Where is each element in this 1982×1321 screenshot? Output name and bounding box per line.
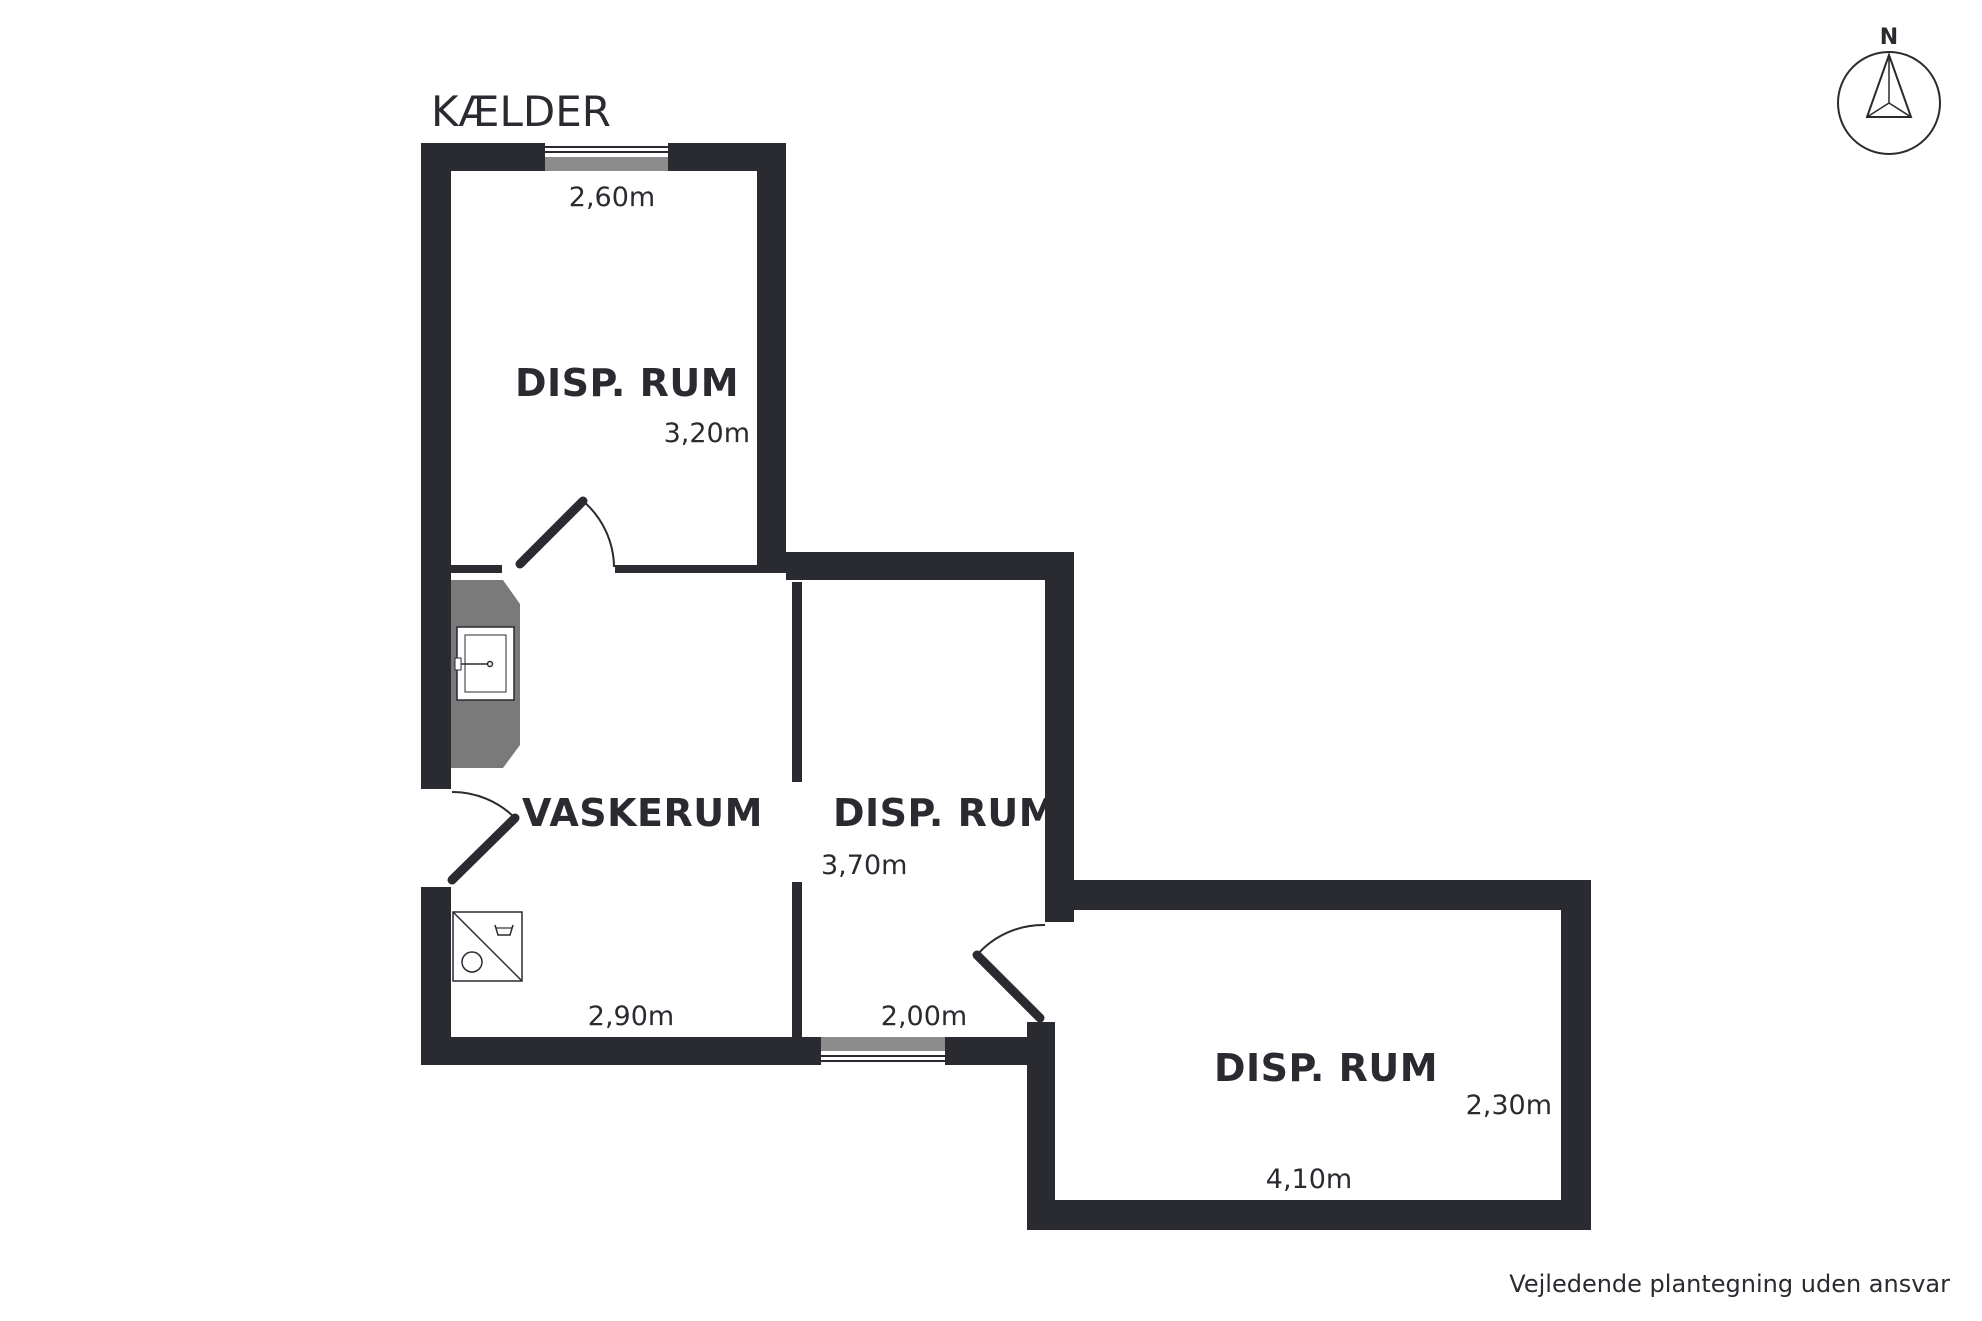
room-label-vaskerum: VASKERUM xyxy=(522,791,763,835)
room-label-disp-rum-3: DISP. RUM xyxy=(1214,1046,1438,1090)
compass: N xyxy=(1837,25,1941,155)
wall-r1-right xyxy=(757,143,786,573)
walls xyxy=(421,143,1591,1230)
door-r3 xyxy=(972,923,1046,1023)
window-icon xyxy=(821,1037,945,1051)
compass-icon xyxy=(1837,51,1941,155)
dim-width-disp-rum-2: 2,00m xyxy=(881,1001,967,1032)
north-label: N xyxy=(1880,25,1898,50)
window-bottom xyxy=(821,1037,945,1065)
wall-partition xyxy=(792,582,802,782)
kitchen-counter xyxy=(451,580,520,768)
dim-width-disp-rum-3: 4,10m xyxy=(1266,1164,1352,1195)
wall-r2-top xyxy=(786,552,1074,580)
wall-r3-bottom xyxy=(1027,1200,1591,1230)
dim-depth-disp-rum-1: 3,20m xyxy=(664,418,750,449)
wall-bottom-left xyxy=(421,1037,821,1065)
door-icon xyxy=(447,813,520,885)
dim-depth-disp-rum-3: 2,30m xyxy=(1466,1090,1552,1121)
dim-width-disp-rum-1: 2,60m xyxy=(569,182,655,213)
door-r1 xyxy=(515,496,615,569)
disclaimer-text: Vejledende plantegning uden ansvar xyxy=(1509,1270,1950,1298)
wall-r1-bottom-left xyxy=(451,565,502,573)
wall-partition-lower xyxy=(792,882,802,1037)
floor-label: KÆLDER xyxy=(431,87,611,136)
room-label-disp-rum-1: DISP. RUM xyxy=(515,361,739,405)
wall-r3-left xyxy=(1027,1022,1055,1230)
window-top xyxy=(545,143,668,171)
wall-vask-left-lower xyxy=(421,887,451,1065)
wall-r2-right-upper xyxy=(1045,552,1074,922)
door-icon xyxy=(515,496,588,569)
room-label-disp-rum-2: DISP. RUM xyxy=(833,791,1057,835)
dim-depth-disp-rum-2: 3,70m xyxy=(821,850,907,881)
wall-r3-right xyxy=(1561,880,1591,1230)
dim-width-vaskerum: 2,90m xyxy=(588,1001,674,1032)
door-vask-left xyxy=(447,790,520,885)
sink-icon xyxy=(454,626,515,701)
door-icon xyxy=(972,950,1045,1023)
wall-r1-bottom-right xyxy=(615,565,786,573)
washing-machine-icon xyxy=(452,911,523,982)
wall-r1-left xyxy=(421,143,451,789)
wall-r3-top xyxy=(1045,880,1591,910)
window-icon xyxy=(545,157,668,171)
